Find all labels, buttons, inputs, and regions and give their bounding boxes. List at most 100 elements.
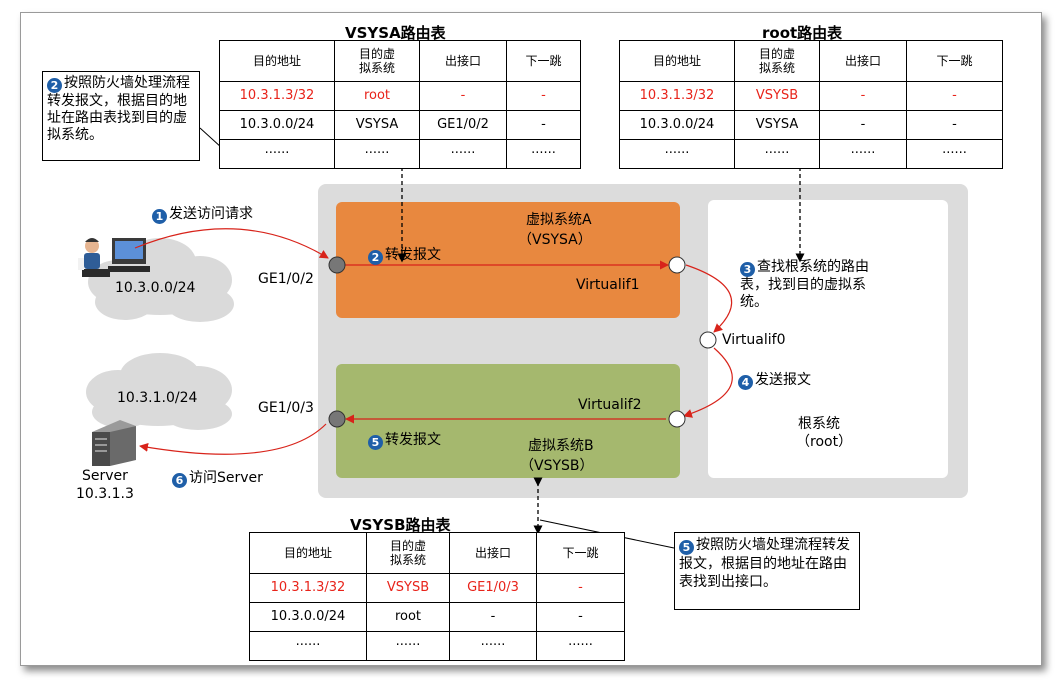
header-cell: 下一跳 [906,40,1003,82]
table-row: 10.3.0.0/24 VSYSA GE1/0/2 - [219,110,581,140]
ge103-label: GE1/0/3 [258,400,314,416]
table-cell: 10.3.1.3/32 [249,573,367,603]
table-cell: - [449,602,537,632]
ge102-port [328,256,346,274]
table-cell: - [506,81,581,111]
vsysb-name: 虚拟系统B [528,438,594,454]
step-badge: 5 [679,540,694,555]
step-text: 发送访问请求 [169,206,253,222]
table-cell: 10.3.0.0/24 [219,110,335,140]
table-cell: 10.3.1.3/32 [619,81,735,111]
vsysb-route-table: 目的地址 目的虚 拟系统 出接口 下一跳 10.3.1.3/32 VSYSB G… [249,532,625,661]
step-badge: 6 [172,473,187,488]
vif1-label: Virtualif1 [576,277,640,293]
table-cell: ······ [249,631,367,661]
root-system-name: 根系统 [798,416,840,432]
vif1-to-vif0-arrow [685,264,733,333]
table-cell: ······ [449,631,537,661]
vif2-label: Virtualif2 [578,397,642,413]
vif0-label: Virtualif0 [722,332,786,348]
vsysb-box [336,364,680,478]
table-cell: ······ [506,139,581,169]
request-arrow [134,228,329,259]
table-cell: ······ [366,631,450,661]
table-cell: root [334,81,420,111]
vif1-port [668,256,686,274]
table-cell: GE1/0/2 [419,110,507,140]
header-cell: 目的虚 拟系统 [734,40,820,82]
vsysa-table-title: VSYSA路由表 [345,24,446,42]
table-row: ······ ······ ······ ······ [249,631,625,661]
step-badge: 4 [738,375,753,390]
vsysb-sub: （VSYSB） [520,458,594,474]
note2-connector [199,127,223,149]
root-route-table: 目的地址 目的虚 拟系统 出接口 下一跳 10.3.1.3/32 VSYSB -… [619,40,1003,169]
step-text: 查找根系统的路由表，找到目的虚拟系统。 [740,259,869,310]
header-cell: 目的地址 [249,532,367,574]
vif0-to-vif2-arrow [683,347,733,418]
vif2-port [668,410,686,428]
table-cell: VSYSA [734,110,820,140]
user-computer-icon [78,238,150,277]
table-cell: - [419,81,507,111]
ge102-label: GE1/0/2 [258,271,314,287]
header-cell: 目的地址 [619,40,735,82]
table-cell: GE1/0/3 [449,573,537,603]
step-badge: 3 [740,262,755,277]
step-badge: 1 [152,209,167,224]
header-cell: 目的虚 拟系统 [366,532,450,574]
server-cloud [86,353,232,430]
table-row: 10.3.0.0/24 VSYSA - - [619,110,1003,140]
step-badge: 2 [47,78,62,93]
to-server-arrow [139,423,327,455]
table-cell: - [819,81,907,111]
table-cell: ······ [536,631,625,661]
table-cell: ······ [334,139,420,169]
server-network-label: 10.3.1.0/24 [117,390,198,406]
table-cell: ······ [734,139,820,169]
table-cell: 10.3.1.3/32 [219,81,335,111]
table-cell: 10.3.0.0/24 [619,110,735,140]
table-cell: VSYSB [366,573,450,603]
table-cell: ······ [906,139,1003,169]
vsysa-route-table: 目的地址 目的虚 拟系统 出接口 下一跳 10.3.1.3/32 root - … [219,40,581,169]
header-cell: 下一跳 [536,532,625,574]
table-cell: - [536,573,625,603]
vsysa-box [336,202,680,318]
header-cell: 出接口 [449,532,537,574]
vsysb-table-title: VSYSB路由表 [350,516,451,534]
root-system-area [708,200,948,478]
step-text: 转发报文 [385,247,441,263]
ge103-port [328,410,346,428]
table-row: 10.3.0.0/24 root - - [249,602,625,632]
table-cell: 10.3.0.0/24 [249,602,367,632]
header-cell: 出接口 [419,40,507,82]
server-ip: 10.3.1.3 [76,486,134,502]
note-text: 按照防火墙处理流程转发报文，根据目的地址在路由表找到目的虚拟系统。 [47,75,190,143]
step-text: 访问Server [189,470,263,486]
table-cell: - [506,110,581,140]
table-cell: ······ [819,139,907,169]
client-network-label: 10.3.0.0/24 [115,280,196,296]
table-cell: - [906,81,1003,111]
header-cell: 出接口 [819,40,907,82]
vsysa-name: 虚拟系统A [526,212,592,228]
server-label: Server [82,468,128,484]
table-cell: - [906,110,1003,140]
note-text: 按照防火墙处理流程转发报文，根据目的地址在路由表找到出接口。 [679,537,850,590]
table-cell: ······ [419,139,507,169]
table-cell: - [536,602,625,632]
table-cell: VSYSB [734,81,820,111]
server-icon [92,420,136,466]
table-cell: ······ [219,139,335,169]
table-row: 10.3.1.3/32 VSYSB GE1/0/3 - [249,573,625,603]
table-row: ······ ······ ······ ······ [619,139,1003,169]
